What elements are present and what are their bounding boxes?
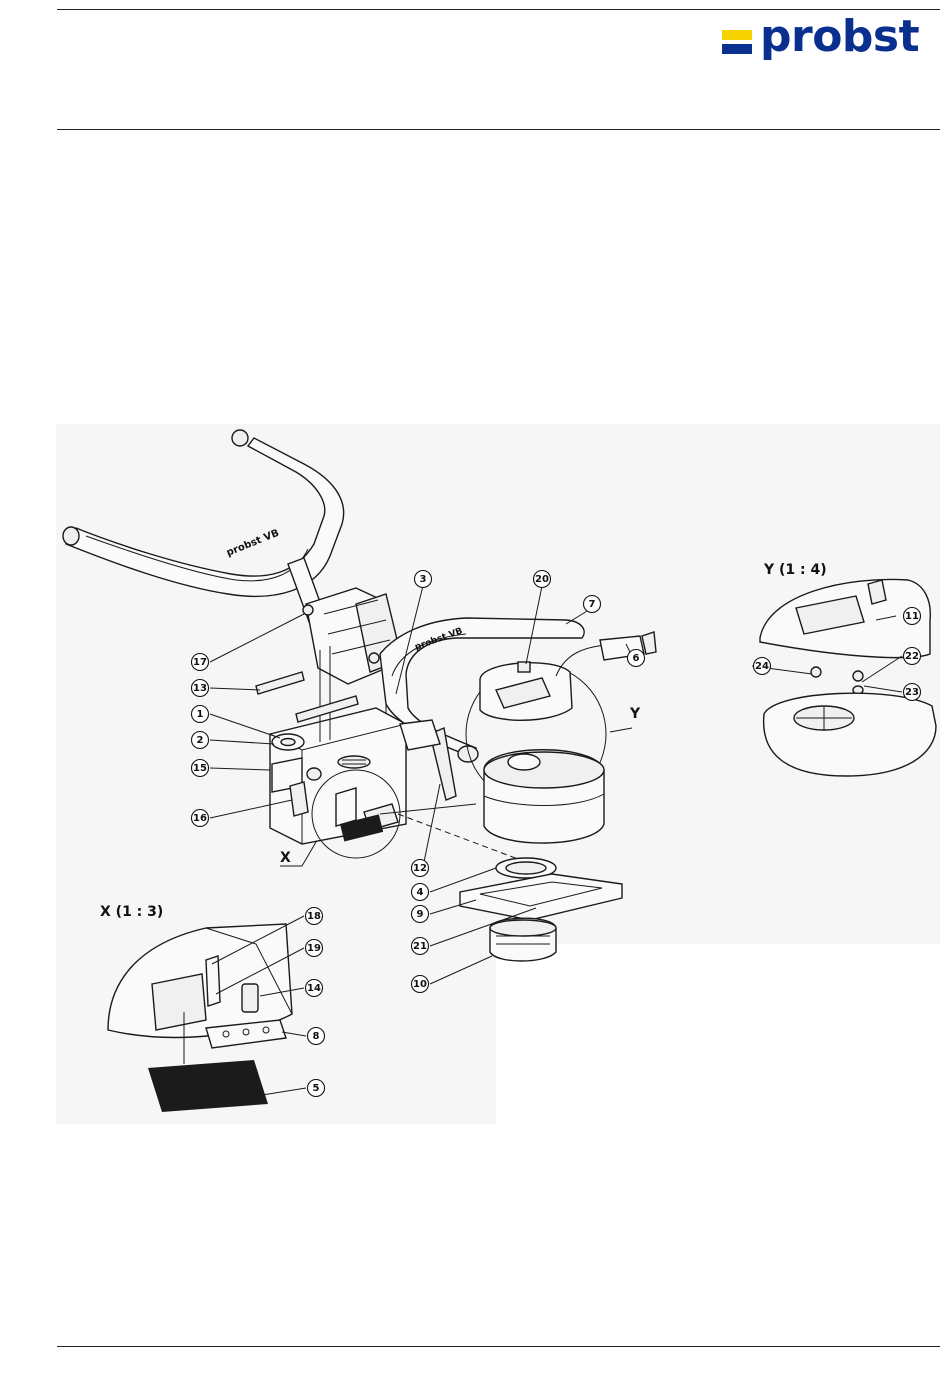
logo-blue-bar (722, 44, 752, 54)
callout-number: 1 (197, 709, 204, 720)
callout-5: 5 (308, 1080, 325, 1097)
callout-14: 14 (306, 980, 323, 997)
callout-24: 24 (754, 658, 771, 675)
callout-16: 16 (192, 810, 209, 827)
view-x-marker: X (280, 850, 291, 866)
callout-number: 6 (633, 653, 640, 664)
callout-number: 19 (307, 943, 321, 954)
callout-13: 13 (192, 680, 209, 697)
callout-number: 20 (535, 574, 549, 585)
callout-number: 2 (197, 735, 204, 746)
callout-19: 19 (306, 940, 323, 957)
callout-number: 15 (193, 763, 207, 774)
callout-22: 22 (904, 648, 921, 665)
logo-yellow-bar (722, 30, 752, 40)
footer-rule (57, 1346, 940, 1347)
detail-y-label: Y (1 : 4) (763, 562, 827, 578)
callout-number: 7 (589, 599, 596, 610)
drawing-canvas: probst VB (56, 424, 940, 1124)
header-rule (57, 129, 940, 130)
callout-number: 11 (905, 611, 919, 622)
detail-x-label: X (1 : 3) (100, 904, 163, 920)
callout-8: 8 (308, 1028, 325, 1045)
callout-number: 23 (905, 687, 919, 698)
callout-number: 14 (307, 983, 321, 994)
callout-number: 8 (313, 1031, 320, 1042)
callout-number: 13 (193, 683, 207, 694)
callout-number: 16 (193, 813, 207, 824)
callout-2: 2 (192, 732, 209, 749)
exploded-parts-drawing: probst VB (56, 424, 940, 1124)
callout-7: 7 (584, 596, 601, 613)
callout-1: 1 (192, 706, 209, 723)
top-rule (57, 9, 940, 10)
callout-number: 3 (420, 574, 427, 585)
callout-number: 4 (417, 887, 424, 898)
callout-18: 18 (306, 908, 323, 925)
callout-number: 5 (313, 1083, 320, 1094)
callout-20: 20 (534, 571, 551, 588)
logo-wordmark: probst (760, 15, 919, 59)
callout-number: 22 (905, 651, 919, 662)
callout-17: 17 (192, 654, 209, 671)
callout-6: 6 (628, 650, 645, 667)
view-y-marker: Y (629, 706, 641, 722)
callout-number: 24 (755, 661, 769, 672)
callout-number: 10 (413, 979, 427, 990)
callout-21: 21 (412, 938, 429, 955)
callout-10: 10 (412, 976, 429, 993)
callout-15: 15 (192, 760, 209, 777)
callout-number: 21 (413, 941, 427, 952)
callout-number: 12 (413, 863, 427, 874)
callout-11: 11 (904, 608, 921, 625)
callout-12: 12 (412, 860, 429, 877)
callout-number: 17 (193, 657, 207, 668)
callout-9: 9 (412, 906, 429, 923)
callout-number: 9 (417, 909, 424, 920)
callout-23: 23 (904, 684, 921, 701)
probst-logo: probst (722, 22, 942, 70)
callout-number: 18 (307, 911, 321, 922)
callout-3: 3 (415, 571, 432, 588)
callout-4: 4 (412, 884, 429, 901)
